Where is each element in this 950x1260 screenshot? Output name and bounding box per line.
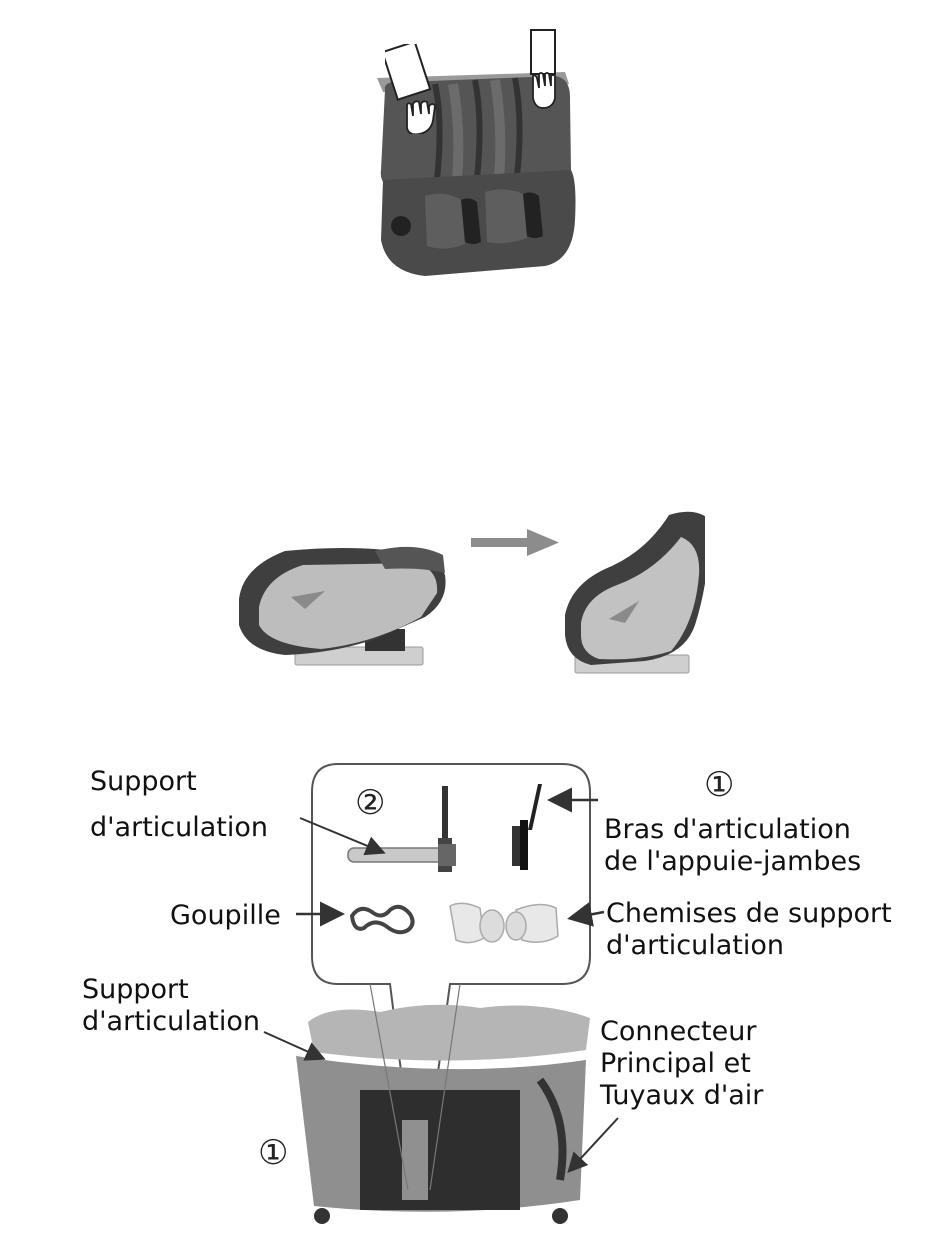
arrow-right-icon — [471, 529, 559, 556]
figure-joint-detail — [290, 760, 610, 1230]
label-bras: Bras d'articulation de l'appuie-jambes — [604, 814, 861, 878]
label-line: de l'appuie-jambes — [604, 846, 861, 878]
label-line: d'articulation — [90, 812, 268, 844]
base-assembly — [296, 1005, 590, 1224]
label-line: Support — [90, 766, 268, 798]
joint-detail-illustration — [290, 760, 610, 1230]
marker-circled-one: ① — [704, 768, 734, 802]
marker-circled-one-bottom: ① — [258, 1136, 288, 1170]
label-support-bottom: Support d'articulation — [82, 974, 260, 1038]
chair-reclined — [239, 547, 446, 665]
label-chemises: Chemises de support d'articulation — [606, 898, 892, 962]
support-axle — [348, 848, 444, 862]
chair-upright — [565, 512, 705, 673]
label-line: Principal et — [600, 1048, 763, 1080]
chair-wheel — [391, 216, 411, 236]
label-line: d'articulation — [606, 930, 892, 962]
label-line: Support — [82, 974, 260, 1006]
label-line: Tuyaux d'air — [600, 1080, 763, 1112]
figure-chair-recline-to-upright — [225, 505, 705, 685]
label-line: Chemises de support — [606, 898, 892, 930]
marker-circled-two: ② — [355, 786, 385, 820]
label-line: d'articulation — [82, 1006, 260, 1038]
chair-recline-illustration — [225, 505, 705, 685]
pin — [352, 907, 413, 932]
hand-icon — [523, 28, 563, 112]
support-sleeves — [450, 903, 558, 942]
figure-packed-chair — [365, 20, 585, 280]
label-support-top: Support d'articulation — [90, 766, 268, 844]
hand-icon — [385, 44, 439, 134]
label-line: Bras d'articulation — [604, 814, 861, 846]
label-goupille: Goupille — [170, 900, 281, 932]
label-connecteur: Connecteur Principal et Tuyaux d'air — [600, 1016, 763, 1112]
label-line: Connecteur — [600, 1016, 763, 1048]
